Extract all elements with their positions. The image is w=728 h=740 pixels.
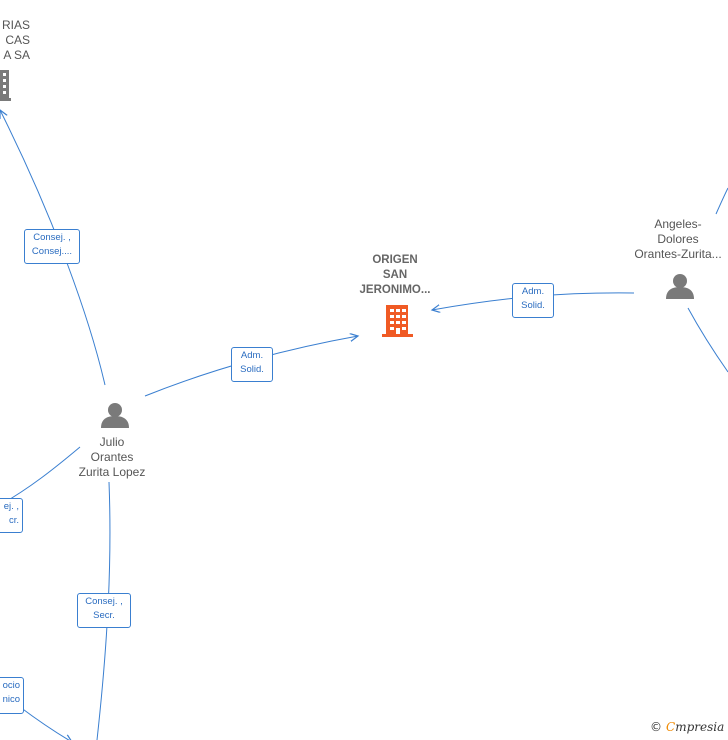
brand-rest: mpresia: [675, 720, 725, 734]
edge-angeles-bottom-right: [687, 307, 728, 373]
person-icon-julio[interactable]: [101, 403, 129, 428]
angeles-label[interactable]: Angeles- Dolores Orantes-Zurita...: [634, 217, 722, 261]
top-company-label[interactable]: RIAS CAS A SA: [1, 18, 30, 62]
relation-consej-top[interactable]: Consej. , Consej....: [24, 229, 80, 264]
empresia-watermark: © Cmpresia: [650, 720, 724, 734]
brand-initial: C: [666, 720, 676, 734]
relation-consej-left[interactable]: ej. , cr.: [0, 498, 23, 533]
copyright-symbol: ©: [650, 720, 662, 734]
relation-adm-julio[interactable]: Adm. Solid.: [231, 347, 273, 382]
julio-label[interactable]: Julio Orantes Zurita Lopez: [78, 435, 146, 479]
building-icon-top-company[interactable]: [0, 70, 11, 101]
origen-company-label[interactable]: ORIGEN SAN JERONIMO...: [359, 254, 431, 296]
relation-socio-unico[interactable]: ocio nico: [0, 677, 24, 714]
relation-adm-angeles[interactable]: Adm. Solid.: [512, 283, 554, 318]
edge-socio-to-bottom: [19, 706, 72, 740]
edge-julio-to-top-company: [0, 110, 106, 386]
building-icon-origen[interactable]: [382, 305, 413, 337]
edge-angeles-top-right: [715, 187, 728, 215]
person-icon-angeles[interactable]: [666, 274, 694, 299]
relation-consej-secr[interactable]: Consej. , Secr.: [77, 593, 131, 628]
